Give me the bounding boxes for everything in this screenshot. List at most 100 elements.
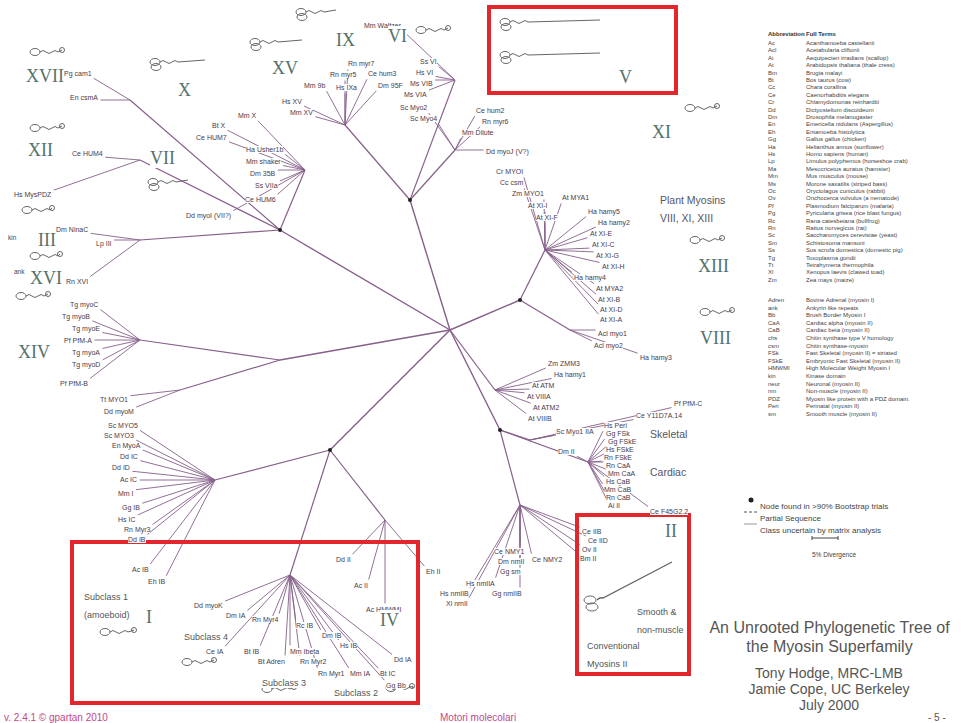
- tail-domain: [50, 206, 55, 211]
- species-label: Rn XVI: [66, 278, 88, 285]
- species-label: At VIIIA: [527, 393, 551, 400]
- species-label-holder: Ce IIB: [582, 520, 601, 538]
- species-label: Ce HUM4: [72, 150, 103, 157]
- species-label: Hs CaB: [606, 478, 630, 485]
- myosin-icon: [16, 292, 51, 300]
- leaf-branch: [496, 505, 520, 578]
- motor-head: [586, 603, 598, 611]
- table-cell: HMWMI: [768, 365, 790, 371]
- species-label: Ac II: [354, 582, 368, 589]
- species-label: Rc IB: [296, 622, 313, 629]
- species-label: Rn myr5: [330, 71, 356, 78]
- bootstrap-dot: [328, 448, 332, 452]
- leaf-branch: [345, 94, 346, 126]
- motor-head: [297, 14, 307, 21]
- species-label: Rn Myr3: [124, 526, 150, 533]
- table-cell-holder: Full Terms: [806, 22, 836, 40]
- species-label-holder: Bt IB: [244, 640, 259, 658]
- motor-head: [148, 179, 158, 186]
- table-cell: Ms: [768, 181, 776, 187]
- table-cell: sm: [768, 411, 776, 417]
- leaf-branch: [570, 330, 596, 331]
- table-cell: Cc: [768, 84, 775, 90]
- myosin-icon: [250, 39, 302, 51]
- leaf-branch: [588, 462, 648, 507]
- class-numeral: V: [619, 67, 632, 87]
- species-label-holder: Gg nmIIB: [492, 582, 522, 600]
- legend-text: Class uncertain by matrix analysis: [760, 526, 881, 535]
- species-label: At ATM2: [533, 404, 559, 411]
- group-label-holder: Smooth & non-muscle: [637, 601, 685, 637]
- leaf-branch: [470, 505, 520, 588]
- leaf-branch: [90, 240, 140, 277]
- tree-branch: [140, 230, 280, 240]
- species-label: Dd myoM: [104, 408, 134, 415]
- species-label: Mm X: [238, 112, 256, 119]
- species-label-holder: Ha hamy3: [640, 346, 672, 364]
- table-cell: Rn: [768, 225, 776, 231]
- tree-branch: [330, 330, 450, 450]
- species-label-holder: Dd myoK: [194, 594, 223, 612]
- motor-head: [22, 207, 32, 214]
- legend-line: [744, 524, 757, 525]
- species-label: Lp III: [96, 240, 112, 247]
- species-label: Rn Myr2: [300, 658, 326, 665]
- table-cell: Ai: [768, 55, 773, 61]
- table-cell: Hs: [768, 151, 775, 157]
- table-cell: Ha: [768, 144, 776, 150]
- species-label: Ha hamy4: [574, 274, 606, 281]
- table-cell: Sc: [768, 232, 775, 238]
- myosin-tail: [32, 208, 52, 212]
- species-label-holder: Pf PfM-B: [60, 372, 88, 390]
- leaf-branch: [315, 117, 345, 125]
- species-label: Rn myr7: [348, 60, 374, 67]
- tree-branch: [450, 330, 495, 390]
- species-label: Ss VIIa: [255, 182, 278, 189]
- species-label: Dd IB: [128, 536, 146, 543]
- species-label: At XI-F: [536, 214, 558, 221]
- leaf-branch: [520, 505, 578, 553]
- motor-head: [100, 629, 110, 636]
- myosin-tail: [40, 50, 62, 54]
- group-label-holder: Plant Myosins VIII, XI, XIII: [660, 190, 742, 226]
- table-cell: Smooth muscle (myosin II): [806, 411, 877, 417]
- bootstrap-dot: [408, 198, 412, 202]
- motor-head: [16, 293, 26, 300]
- species-label: Ha hamy2: [598, 219, 630, 226]
- species-label: Ce IID: [588, 537, 608, 544]
- species-label: At ATM: [532, 382, 554, 389]
- table-cell: Gg: [768, 136, 776, 142]
- table-cell: Cr: [768, 99, 774, 105]
- tree-branch: [410, 80, 455, 200]
- group-label-holder: Cardiac: [650, 462, 686, 480]
- species-label-holder: Mm 9b: [304, 74, 325, 92]
- table-cell: Plasmodium falciparum (malaria): [806, 203, 894, 209]
- leaf-branch: [588, 454, 604, 462]
- table-cell: Bm: [768, 70, 777, 76]
- species-label: Dm nmII: [498, 558, 524, 565]
- table-cell: Saccharomyces cerevisiae (yeast): [806, 232, 897, 238]
- group-label: Subclass 1 (amoeboid): [84, 592, 130, 620]
- tail-domain: [715, 104, 720, 109]
- group-label-holder: Conventional Myosins II: [587, 635, 657, 671]
- species-label-holder: Hs nmIIB: [440, 582, 469, 600]
- table-cell: Gallus gallus (chicken): [806, 136, 866, 142]
- leaf-branch: [570, 330, 638, 353]
- species-label: Ce IA: [206, 648, 224, 655]
- species-label-holder: Dm NinaC: [56, 218, 88, 236]
- table-cell: Rc: [768, 218, 775, 224]
- group-label: Smooth & non-muscle: [637, 607, 684, 635]
- group-label: Cardiac: [650, 466, 686, 478]
- species-label-holder: Mm IA: [350, 662, 370, 680]
- footer-text-holder: v. 2.4.1 © gpartan 2010: [4, 707, 108, 723]
- leaf-branch: [278, 170, 305, 171]
- species-label: Rn CaA: [606, 462, 631, 469]
- table-cell: ank: [768, 305, 778, 311]
- myosin-tail: [510, 53, 600, 57]
- myosin-icon: [30, 252, 63, 260]
- class-numeral-holder: XVI: [30, 268, 62, 288]
- species-label: Gg sm: [500, 568, 521, 575]
- species-label: Bm II: [580, 555, 596, 562]
- leaf-branch: [101, 100, 130, 101]
